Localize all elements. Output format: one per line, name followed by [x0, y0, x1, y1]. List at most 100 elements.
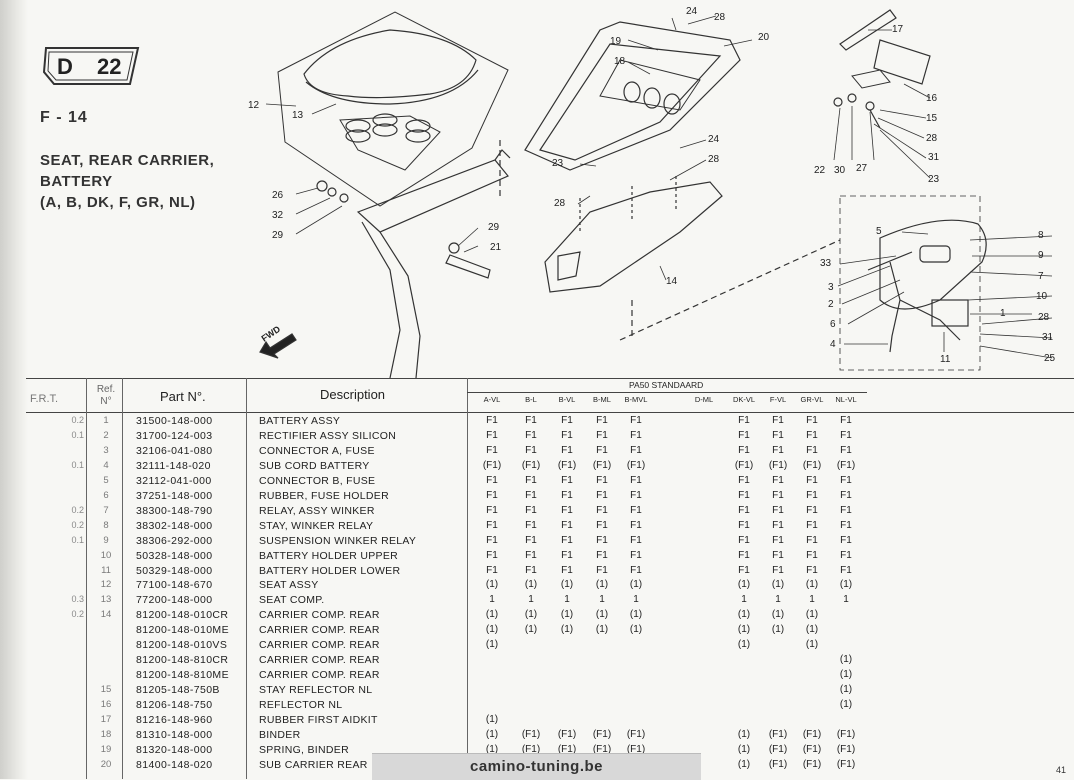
part-number-cell: 77200-148-000 [136, 594, 213, 607]
frt-cell: 0.1 [71, 429, 84, 440]
model-mark-cell: F1 [806, 489, 818, 501]
model-mark-cell: F1 [525, 564, 537, 576]
model-mark-cell: (F1) [592, 728, 612, 740]
ref-cell: 12 [100, 579, 112, 591]
ref-cell: 13 [100, 594, 112, 606]
callout-3: 3 [828, 282, 834, 293]
model-mark-cell: F1 [840, 549, 852, 561]
model-mark-cell: F1 [525, 429, 537, 441]
part-number-cell: 81400-148-020 [136, 758, 213, 771]
model-mark-cell: (F1) [836, 459, 856, 471]
model-mark-cell: (1) [595, 624, 609, 636]
part-number-cell: 50328-148-000 [136, 549, 213, 562]
model-header-d-ml: D-ML [694, 395, 714, 404]
callout-24b: 24 [708, 134, 720, 145]
model-mark-cell: F1 [840, 489, 852, 501]
callout-11: 11 [940, 354, 951, 365]
frt-cell: 0.2 [71, 519, 84, 530]
section-letter: D [57, 54, 73, 79]
model-header-f-vl: F-VL [769, 395, 787, 404]
model-mark-cell: F1 [525, 549, 537, 561]
callout-4: 4 [830, 339, 836, 350]
callout-31a: 31 [928, 152, 940, 163]
model-mark-cell: F1 [596, 564, 608, 576]
exploded-parts-diagram: 12 13 26 32 29 29 21 19 18 20 24 28 24 2… [248, 6, 1056, 378]
callout-29b: 29 [488, 222, 500, 233]
model-mark-cell: F1 [840, 564, 852, 576]
model-mark-cell: F1 [738, 474, 750, 486]
callout-14: 14 [666, 276, 678, 287]
model-mark-cell: F1 [738, 504, 750, 516]
model-mark-cell: (1) [524, 609, 538, 621]
callout-32: 32 [272, 210, 284, 221]
part-number-cell: 81200-148-810ME [136, 669, 229, 682]
callout-24a: 24 [686, 6, 698, 17]
model-mark-cell: 1 [489, 594, 495, 606]
part-number-cell: 31500-148-000 [136, 415, 213, 427]
model-mark-cell: F1 [596, 519, 608, 531]
model-mark-cell: (F1) [802, 459, 822, 471]
model-mark-cell: F1 [525, 489, 537, 501]
model-mark-cell: F1 [486, 415, 498, 426]
frt-cell: 0.3 [71, 594, 84, 605]
header-ref: Ref. N° [96, 384, 116, 407]
model-mark-cell: F1 [772, 489, 784, 501]
part-number-cell: 81310-148-000 [136, 728, 213, 741]
model-mark-cell: F1 [772, 519, 784, 531]
model-mark-cell: (F1) [557, 743, 577, 755]
model-mark-cell: (F1) [768, 743, 788, 755]
model-mark-cell: (1) [485, 743, 499, 755]
model-header-b-l: B-L [525, 395, 537, 404]
model-mark-cell: (F1) [626, 459, 646, 471]
model-header-a-vl: A-VL [483, 395, 501, 404]
model-mark-cell: 1 [528, 594, 534, 606]
header-frt: F.R.T. [30, 393, 59, 405]
description-cell: SEAT ASSY [259, 579, 319, 592]
callout-28b: 28 [708, 154, 720, 165]
model-mark-cell: (1) [839, 684, 853, 696]
model-mark-cell: (F1) [557, 728, 577, 740]
page-title: SEAT, REAR CARRIER, BATTERY (A, B, DK, F… [40, 150, 214, 213]
part-number-cell: 37251-148-000 [136, 489, 213, 502]
description-cell: STAY REFLECTOR NL [259, 684, 373, 697]
model-mark-cell: (F1) [836, 743, 856, 755]
description-cell: STAY, WINKER RELAY [259, 519, 374, 532]
model-mark-cell: F1 [561, 444, 573, 456]
description-cell: SUB CORD BATTERY [259, 459, 370, 472]
description-cell: BATTERY ASSY [259, 415, 341, 427]
callout-10: 10 [1036, 291, 1048, 302]
model-mark-cell: F1 [525, 415, 537, 426]
part-number-cell: 81205-148-750B [136, 684, 220, 697]
model-mark-cell: F1 [772, 504, 784, 516]
model-mark-cell: F1 [772, 474, 784, 486]
section-number: 22 [97, 54, 122, 79]
description-cell: CARRIER COMP. REAR [259, 669, 380, 682]
col-divider-desc [467, 378, 468, 779]
callout-28a: 28 [714, 12, 726, 23]
model-mark-cell: (F1) [626, 728, 646, 740]
model-mark-cell: (1) [485, 579, 499, 591]
model-mark-cell: F1 [840, 429, 852, 441]
part-number-cell: 38302-148-000 [136, 519, 213, 532]
callout-23a: 23 [552, 158, 564, 169]
model-mark-cell: F1 [630, 415, 642, 426]
model-mark-cell: (1) [771, 609, 785, 621]
model-mark-cell: (1) [737, 639, 751, 651]
model-mark-cell: (F1) [836, 728, 856, 740]
model-mark-cell: F1 [772, 415, 784, 426]
header-group: PA50 STANDAARD [629, 380, 704, 390]
frt-cell: 0.1 [71, 534, 84, 545]
model-mark-cell: (1) [485, 624, 499, 636]
callout-21: 21 [490, 242, 502, 253]
model-mark-cell: (1) [629, 609, 643, 621]
part-number-cell: 31700-124-003 [136, 429, 213, 442]
model-mark-cell: F1 [525, 504, 537, 516]
description-cell: CARRIER COMP. REAR [259, 639, 380, 652]
